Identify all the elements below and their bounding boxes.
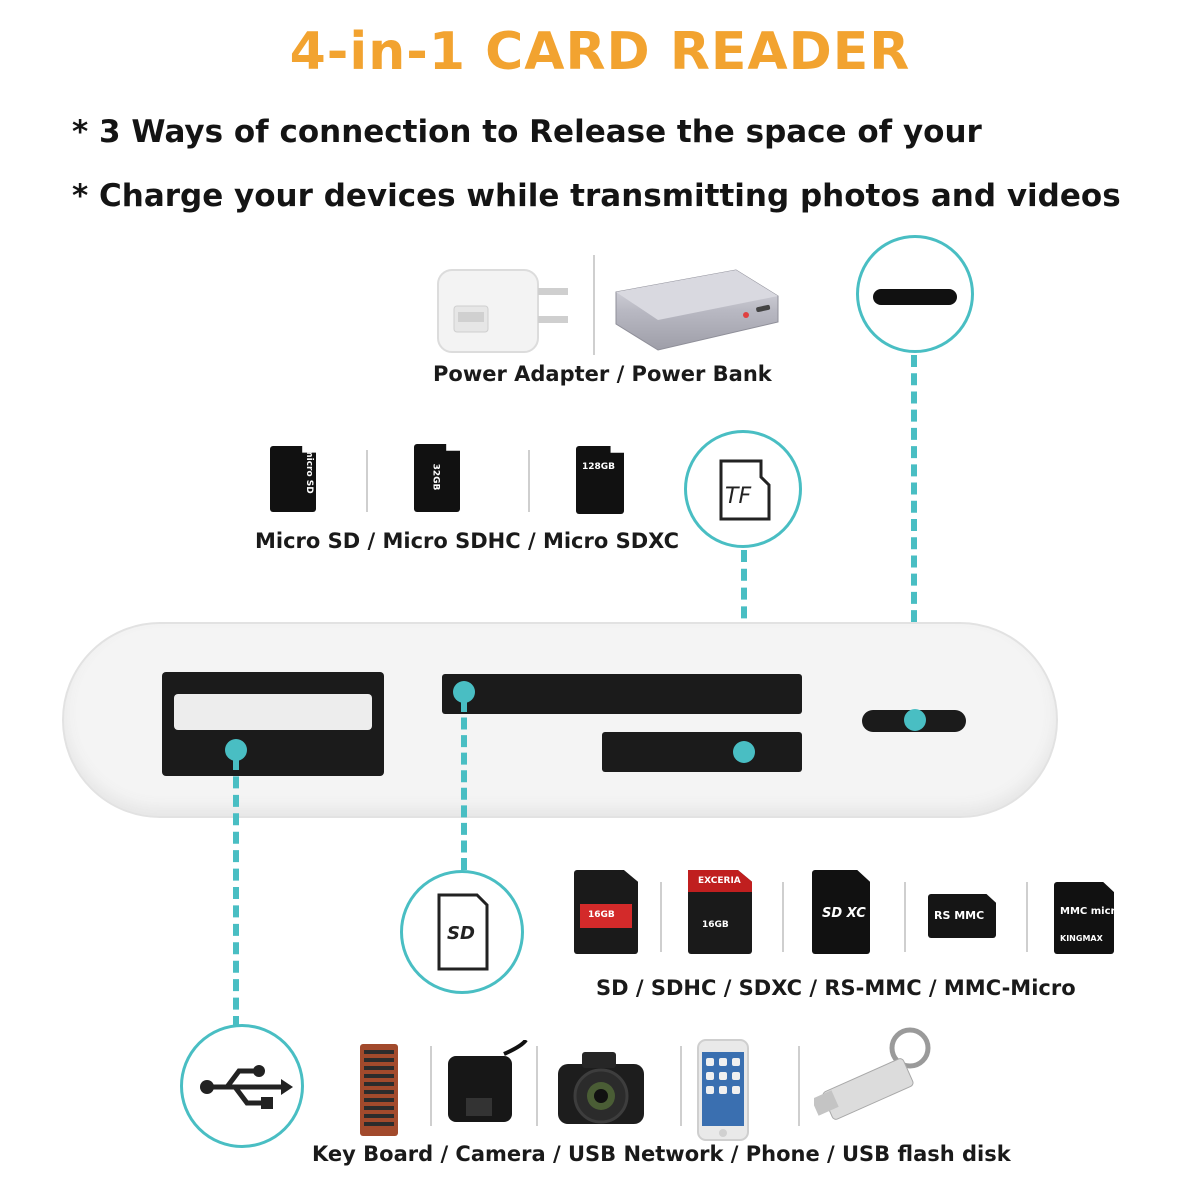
power-adapter-image (430, 258, 580, 358)
bullet-connection: * 3 Ways of connection to Release the sp… (72, 114, 982, 150)
usb-caption: Key Board / Camera / USB Network / Phone… (312, 1142, 1011, 1166)
usb-connector-dot (225, 739, 247, 761)
tf-connector-dot (733, 741, 755, 763)
divider (904, 882, 906, 952)
sd-connector-dot (453, 681, 475, 703)
lightning-port-icon (873, 289, 957, 305)
divider (660, 882, 662, 952)
sd-caption: SD / SDHC / SDXC / RS-MMC / MMC-Micro (596, 976, 1076, 1000)
usb-connector-line (233, 758, 239, 1028)
divider (593, 255, 595, 355)
usb-network-adapter-image (444, 1038, 530, 1132)
divider (430, 1046, 432, 1126)
micro-sd-card-image: micro SD (270, 446, 316, 512)
divider (1026, 882, 1028, 952)
usb-port (162, 672, 384, 776)
usb-icon (200, 1065, 293, 1109)
bullet-charge: * Charge your devices while transmitting… (72, 178, 1121, 214)
charge-connector-line (911, 355, 917, 695)
usb-flash-disk-image (811, 1018, 934, 1128)
divider (782, 882, 784, 952)
micro-sdhc-card-image: 32GB (414, 444, 460, 512)
tf-card-slot (602, 732, 802, 772)
camera-image (552, 1044, 650, 1134)
charge-port-circle (856, 235, 974, 353)
power-caption: Power Adapter / Power Bank (433, 362, 772, 386)
charge-connector-dot (904, 709, 926, 731)
sdhc-card-image: EXCERIA 16GB (688, 870, 752, 954)
sd-card-slot (442, 674, 802, 714)
sd-slot-circle: SD (400, 870, 524, 994)
card-reader-device (62, 622, 1058, 818)
sd-card-icon: SD (437, 893, 489, 971)
sd-card-image: 16GB (574, 870, 638, 954)
divider (536, 1046, 538, 1126)
tf-slot-circle: TF (684, 430, 802, 548)
svg-text:TF: TF (725, 484, 751, 509)
tf-card-icon: TF (719, 459, 771, 521)
micro-sd-caption: Micro SD / Micro SDHC / Micro SDXC (255, 529, 680, 553)
micro-sdxc-card-image: 128GB (576, 446, 624, 514)
phone-image (694, 1038, 752, 1142)
rsmmc-card-image: RS MMC (928, 894, 996, 938)
divider (366, 450, 368, 512)
divider (680, 1046, 682, 1126)
sdxc-card-image: SD XC (812, 870, 870, 954)
page-title: 4-in-1 CARD READER (289, 22, 911, 82)
divider (528, 450, 530, 512)
keyboard-image (352, 1040, 414, 1140)
mmc-micro-card-image: MMC micro KINGMAX (1054, 882, 1114, 954)
power-bank-image (606, 262, 786, 358)
svg-text:SD: SD (447, 923, 475, 944)
divider (798, 1046, 800, 1126)
sd-connector-line (461, 700, 467, 870)
usb-port-circle (180, 1024, 304, 1148)
